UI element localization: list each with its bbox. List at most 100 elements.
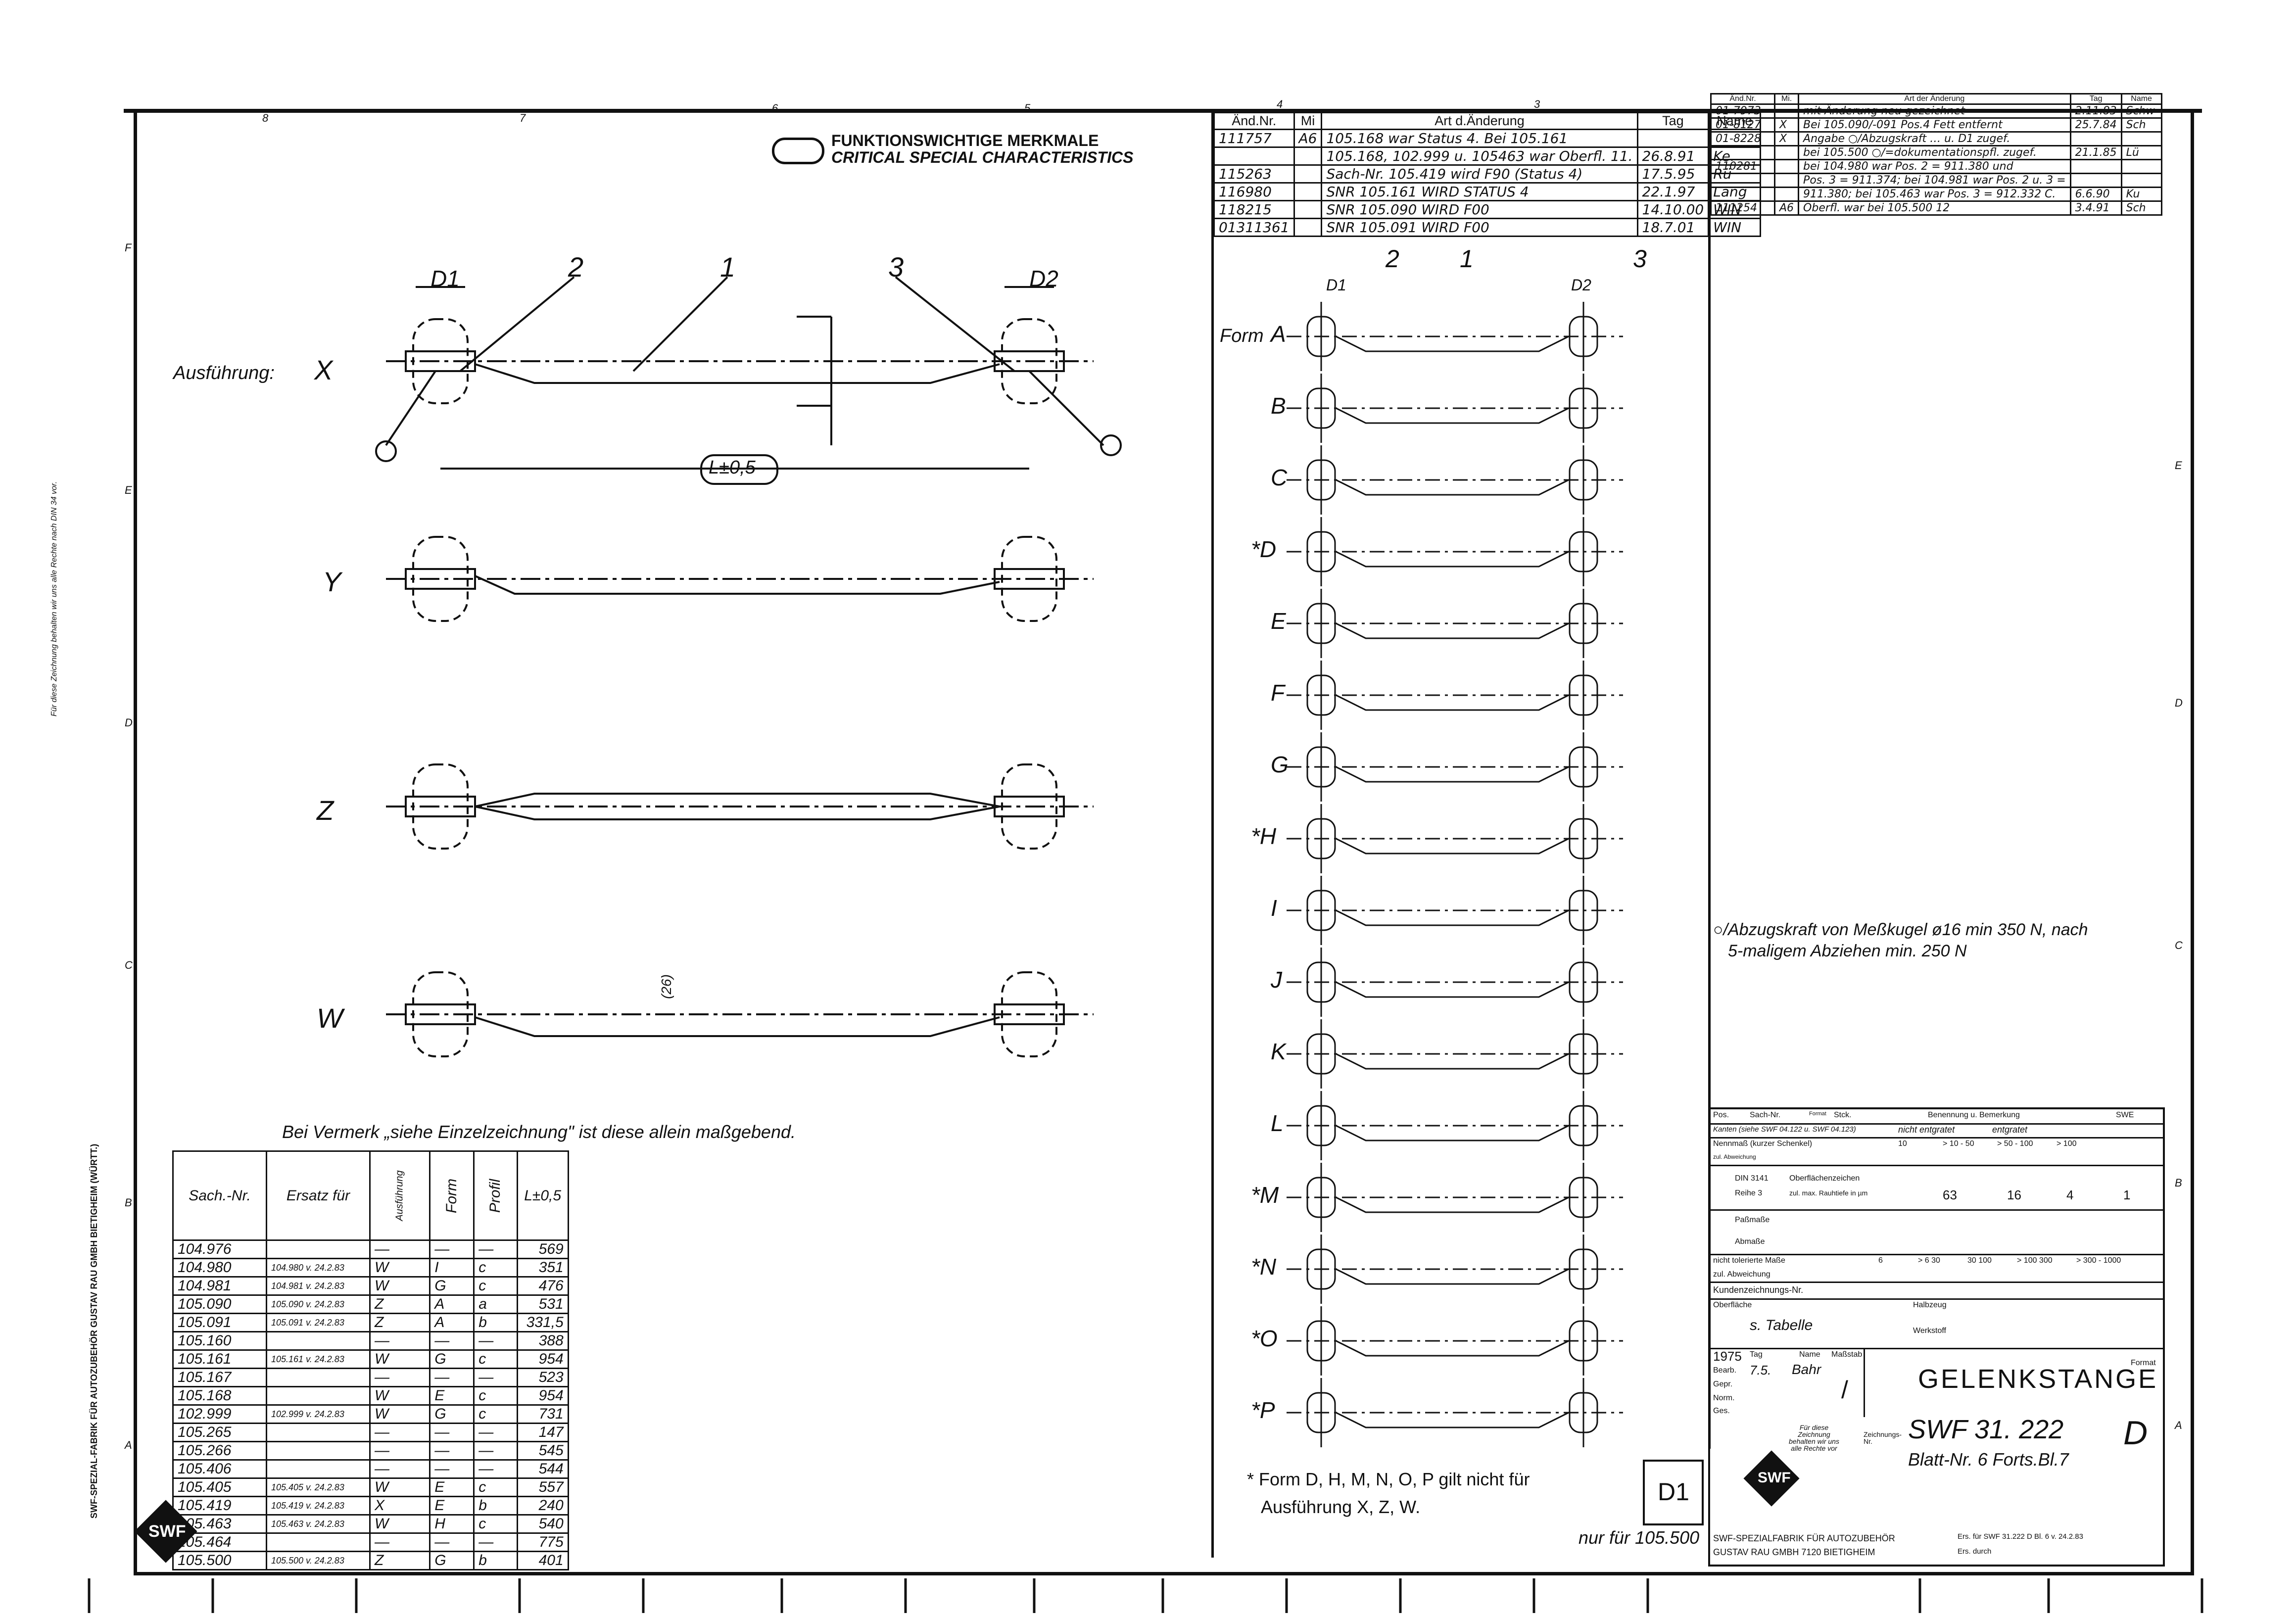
table-cell: c <box>473 1349 518 1369</box>
top-rule <box>124 109 2202 113</box>
table-cell: W <box>369 1349 431 1369</box>
table-cell: 22.1.97 <box>1636 182 1710 201</box>
col-aend-nr: Änd.Nr. <box>1213 112 1295 130</box>
zone-label: 3 <box>1534 98 1540 110</box>
col-art: Art der Änderung <box>1798 93 2071 105</box>
form-letter-d: *D <box>1251 536 1277 562</box>
table-cell: 104.980 v. 24.2.83 <box>266 1258 371 1278</box>
table-cell: WIN <box>1708 218 1762 237</box>
table-cell: 476 <box>516 1276 569 1296</box>
table-cell: 26.8.91 <box>1636 146 1710 166</box>
table-cell <box>1773 173 1800 188</box>
table-cell: 2.11.83 <box>2069 103 2122 119</box>
col-profil: Profil <box>473 1150 518 1241</box>
table-cell: 111757 <box>1213 129 1295 148</box>
table-row: 105.160———388 <box>172 1331 569 1351</box>
table-row: 105.168, 102.999 u. 105463 war Oberfl. 1… <box>1213 146 1762 166</box>
critical-oval-icon <box>772 138 824 164</box>
table-cell: Sch <box>2120 200 2162 216</box>
table-cell: 351 <box>516 1258 569 1278</box>
tb-kanten: Kanten (siehe SWF 04.122 u. SWF 04.123) <box>1713 1125 1856 1134</box>
table-cell: — <box>473 1239 518 1259</box>
col-tag: Tag <box>1636 112 1710 130</box>
tb-tol-val: 6 <box>1878 1256 1883 1265</box>
table-cell: Oberfl. war bei 105.500 12 <box>1798 200 2071 216</box>
table-cell: W <box>369 1386 431 1406</box>
table-cell <box>1213 146 1295 166</box>
table-cell: I <box>429 1258 475 1278</box>
tb-bearb-name: Bahr <box>1792 1362 1821 1377</box>
table-cell <box>1293 218 1323 237</box>
table-cell: 105.419 v. 24.2.83 <box>266 1496 371 1516</box>
tb-tag: Tag <box>1750 1350 1763 1359</box>
table-cell: W <box>369 1276 431 1296</box>
parts-table: Sach.-Nr. Ersatz für Ausführung Form Pro… <box>172 1150 569 1570</box>
table-cell: 102.999 v. 24.2.83 <box>266 1404 371 1424</box>
form-rod <box>1287 1306 1623 1376</box>
table-cell: 105.161 <box>172 1349 267 1369</box>
table-cell: 731 <box>516 1404 569 1424</box>
table-cell: 3.4.91 <box>2069 200 2122 216</box>
col-length: L±0,5 <box>516 1150 569 1241</box>
table-cell: 775 <box>516 1532 569 1552</box>
table-cell: 105.091 <box>172 1313 267 1332</box>
zone-label: C <box>2175 939 2183 951</box>
variant-w-label: W <box>317 1002 343 1034</box>
tb-tol-val: > 300 - 1000 <box>2076 1256 2121 1265</box>
table-cell: 01-7973 <box>1710 103 1775 119</box>
table-cell: c <box>473 1276 518 1296</box>
table-row: Pos. 3 = 911.374; bei 104.981 war Pos. 2… <box>1710 173 2162 188</box>
table-cell: Bei 105.090/-091 Pos.4 Fett entfernt <box>1798 117 2071 133</box>
tb-gepr: Gepr. <box>1713 1380 1733 1388</box>
tb-blatt: Blatt-Nr. 6 Forts.Bl.7 <box>1908 1449 2069 1470</box>
tb-tol-val: 30 100 <box>1967 1256 1992 1265</box>
variant-rod <box>386 763 1094 850</box>
table-cell: 111254 <box>1710 200 1775 216</box>
length-dimension <box>700 454 778 485</box>
table-cell: 388 <box>516 1331 569 1351</box>
table-cell: 531 <box>516 1294 569 1314</box>
d1-box-label: D1 <box>1658 1478 1689 1506</box>
zone-label: A <box>2175 1419 2182 1431</box>
table-cell: c <box>473 1404 518 1424</box>
rod-body <box>1336 407 1569 424</box>
rod-body <box>1336 479 1569 496</box>
form-note-line1: * Form D, H, M, N, O, P gilt nicht für <box>1247 1469 1530 1489</box>
table-cell: — <box>429 1459 475 1479</box>
form-letter-p: *P <box>1251 1397 1275 1423</box>
tb-bearb-date: 7.5. <box>1750 1363 1771 1378</box>
form-letter-m: *M <box>1251 1182 1279 1208</box>
table-cell: — <box>429 1239 475 1259</box>
table-cell: 105.419 <box>172 1496 267 1516</box>
rod-body <box>1336 1196 1569 1213</box>
title-block: Pos. Sach-Nr. Format Stck. Benennung u. … <box>1708 1107 2165 1567</box>
table-cell: 01-8228 <box>1710 131 1775 146</box>
table-cell <box>266 1368 371 1387</box>
rod-body <box>1336 551 1569 568</box>
table-cell: 21.1.85 <box>2069 145 2122 160</box>
table-cell: 25.7.84 <box>2069 117 2122 133</box>
table-cell: 104.976 <box>172 1239 267 1259</box>
col-art: Art d.Änderung <box>1321 112 1638 130</box>
form-rod <box>1287 661 1623 730</box>
table-cell: 954 <box>516 1386 569 1406</box>
zone-label: 7 <box>520 112 526 124</box>
table-cell <box>2069 173 2122 188</box>
table-cell: c <box>473 1258 518 1278</box>
table-cell: — <box>369 1331 431 1351</box>
form-rod <box>1287 445 1623 515</box>
form-letter-c: C <box>1271 465 1288 490</box>
table-cell <box>2069 159 2122 174</box>
tb-ers2: Ers. durch <box>1958 1547 1992 1556</box>
table-cell: 331,5 <box>516 1313 569 1332</box>
rod-body <box>475 363 1000 384</box>
rod-body <box>475 1016 1000 1037</box>
tb-nicht-entgratet: nicht entgratet <box>1898 1125 1955 1135</box>
critical-marker-icon <box>375 440 397 462</box>
table-cell: 105.405 <box>172 1477 267 1497</box>
table-cell: E <box>429 1386 475 1406</box>
